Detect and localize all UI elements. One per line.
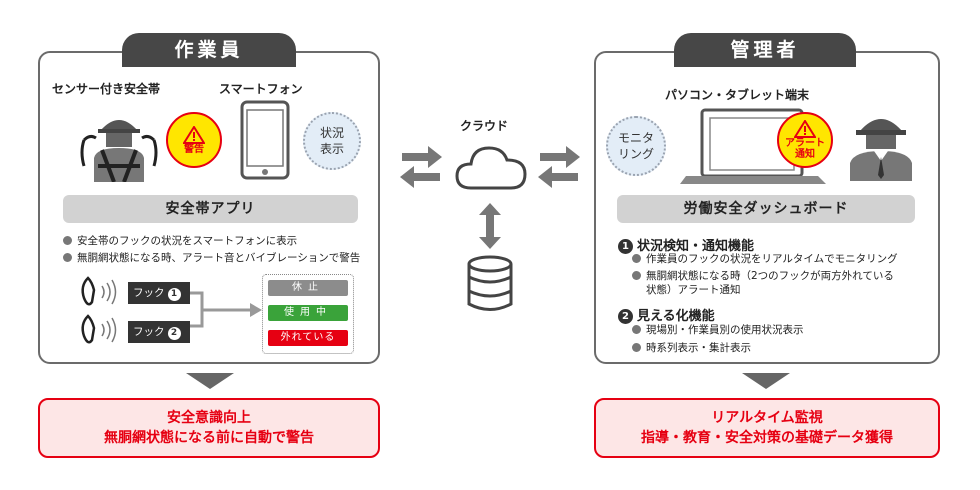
hook-1-icon [81,276,117,306]
status-detached: 外れている [268,330,348,346]
monitoring-line2: リング [617,147,654,161]
hook-connector-arrow [190,291,262,328]
database-icon [467,255,513,311]
hook-2-icon [81,314,117,344]
status-display-badge: 状況 表示 [303,112,361,170]
status-display-line1: 状況 [319,126,344,140]
worker-result-box: 安全意識向上 無胴網状態になる前に自動で警告 [38,398,380,458]
device-label: パソコン・タブレット端末 [665,88,810,102]
section-2-item-1: 現場別・作業員別の使用状況表示 [632,324,804,337]
worker-result-line2: 無胴網状態になる前に自動で警告 [104,430,314,446]
section-1-item-1: 作業員のフックの状況をリアルタイムでモニタリング [632,253,898,266]
monitoring-badge: モニタ リング [606,116,666,176]
section-1-item-2: 無胴網状態になる時（2つのフックが両方外れている [632,270,894,283]
status-idle: 休止 [268,280,348,296]
phone-label: スマートフォン [219,82,303,96]
alert-icon [794,120,816,138]
cloud-label: クラウド [460,119,509,133]
vertical-sync-arrow-icon [479,203,501,249]
section-1-item-3: 状態）アラート通知 [646,284,741,296]
sync-arrows-right-icon [538,146,580,188]
worker-down-arrow [186,373,234,389]
safety-app-bar: 安全帯アプリ [63,195,358,223]
harness-worker-icon [80,120,158,182]
dashboard-bar: 労働安全ダッシュボード [617,195,915,223]
cloud-icon [455,146,527,190]
manager-title: 管理者 [674,33,856,67]
worker-title: 作業員 [122,33,296,67]
status-in-use: 使用中 [268,305,348,321]
harness-label: センサー付き安全帯 [52,82,161,96]
smartphone-icon [240,100,290,180]
warning-icon [183,125,205,144]
sync-arrows-left-icon [400,146,442,188]
manager-result-line1: リアルタイム監視 [711,410,823,426]
manager-result-box: リアルタイム監視 指導・教育・安全対策の基礎データ獲得 [594,398,940,458]
alert-line2: 通知 [795,149,815,160]
status-display-line2: 表示 [319,142,344,156]
worker-result-line1: 安全意識向上 [167,410,251,426]
worker-bullet-2: 無胴網状態になる時、アラート音とバイブレーションで警告 [63,252,360,265]
manager-result-line2: 指導・教育・安全対策の基礎データ獲得 [641,430,893,446]
section-2-item-2: 時系列表示・集計表示 [632,342,751,355]
worker-bullet-1: 安全帯のフックの状況をスマートフォンに表示 [63,235,297,248]
warning-label: 警告 [184,143,204,155]
monitoring-line1: モニタ [617,131,654,145]
manager-down-arrow [742,373,790,389]
alert-line1: アラート [785,138,825,149]
alert-badge: アラート 通知 [777,112,833,168]
manager-person-icon [850,119,912,181]
warning-badge: 警告 [166,112,222,168]
